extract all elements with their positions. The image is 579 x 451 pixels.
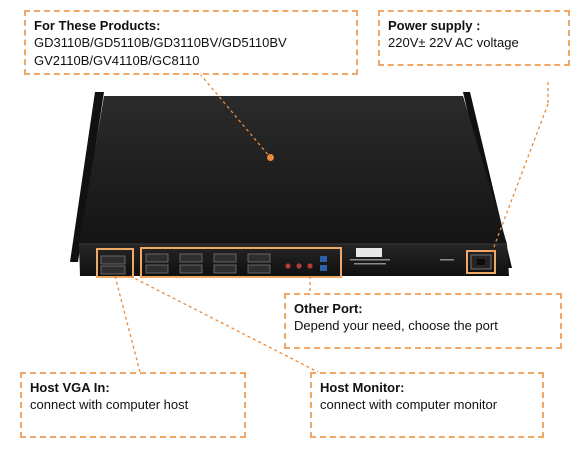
brand-logo xyxy=(356,248,382,257)
audio-jack xyxy=(307,263,313,269)
vga-port xyxy=(247,253,271,263)
products-line-1: GD3110B/GD5110B/GD3110BV/GD5110BV xyxy=(34,35,287,50)
host-monitor-callout: Host Monitor: connect with computer moni… xyxy=(310,372,544,438)
other-port-title: Other Port: xyxy=(294,301,363,316)
other-port-highlight xyxy=(140,247,342,278)
vga-port xyxy=(213,253,237,263)
host-vga-desc: connect with computer host xyxy=(30,397,189,412)
other-port-callout: Other Port: Depend your need, choose the… xyxy=(284,293,562,349)
vga-port xyxy=(213,264,237,274)
host-monitor-title: Host Monitor: xyxy=(320,380,405,395)
products-title: For These Products: xyxy=(34,18,161,33)
vga-port xyxy=(100,265,126,275)
vga-port xyxy=(179,253,203,263)
device-top-cover xyxy=(79,96,507,244)
vga-port xyxy=(145,253,169,263)
vga-port xyxy=(247,264,271,274)
usb-port xyxy=(320,256,327,262)
host-vga-title: Host VGA In: xyxy=(30,380,110,395)
vga-port xyxy=(100,255,126,265)
audio-jack xyxy=(285,263,291,269)
power-highlight xyxy=(466,250,496,274)
vga-port xyxy=(145,264,169,274)
vga-port xyxy=(179,264,203,274)
host-vga-callout: Host VGA In: connect with computer host xyxy=(20,372,246,438)
products-callout: For These Products: GD3110B/GD5110B/GD31… xyxy=(24,10,358,75)
power-supply-title: Power supply : xyxy=(388,18,481,33)
usb-port xyxy=(320,265,327,271)
power-supply-desc: 220V± 22V AC voltage xyxy=(388,35,519,50)
host-monitor-desc: connect with computer monitor xyxy=(320,397,498,412)
power-supply-callout: Power supply : 220V± 22V AC voltage xyxy=(378,10,570,66)
other-port-desc: Depend your need, choose the port xyxy=(294,318,498,333)
pointer-dot xyxy=(267,154,274,161)
products-line-2: GV2110B/GV4110B/GC8110 xyxy=(34,53,200,68)
audio-jack xyxy=(296,263,302,269)
rack-ear-left xyxy=(70,92,104,262)
